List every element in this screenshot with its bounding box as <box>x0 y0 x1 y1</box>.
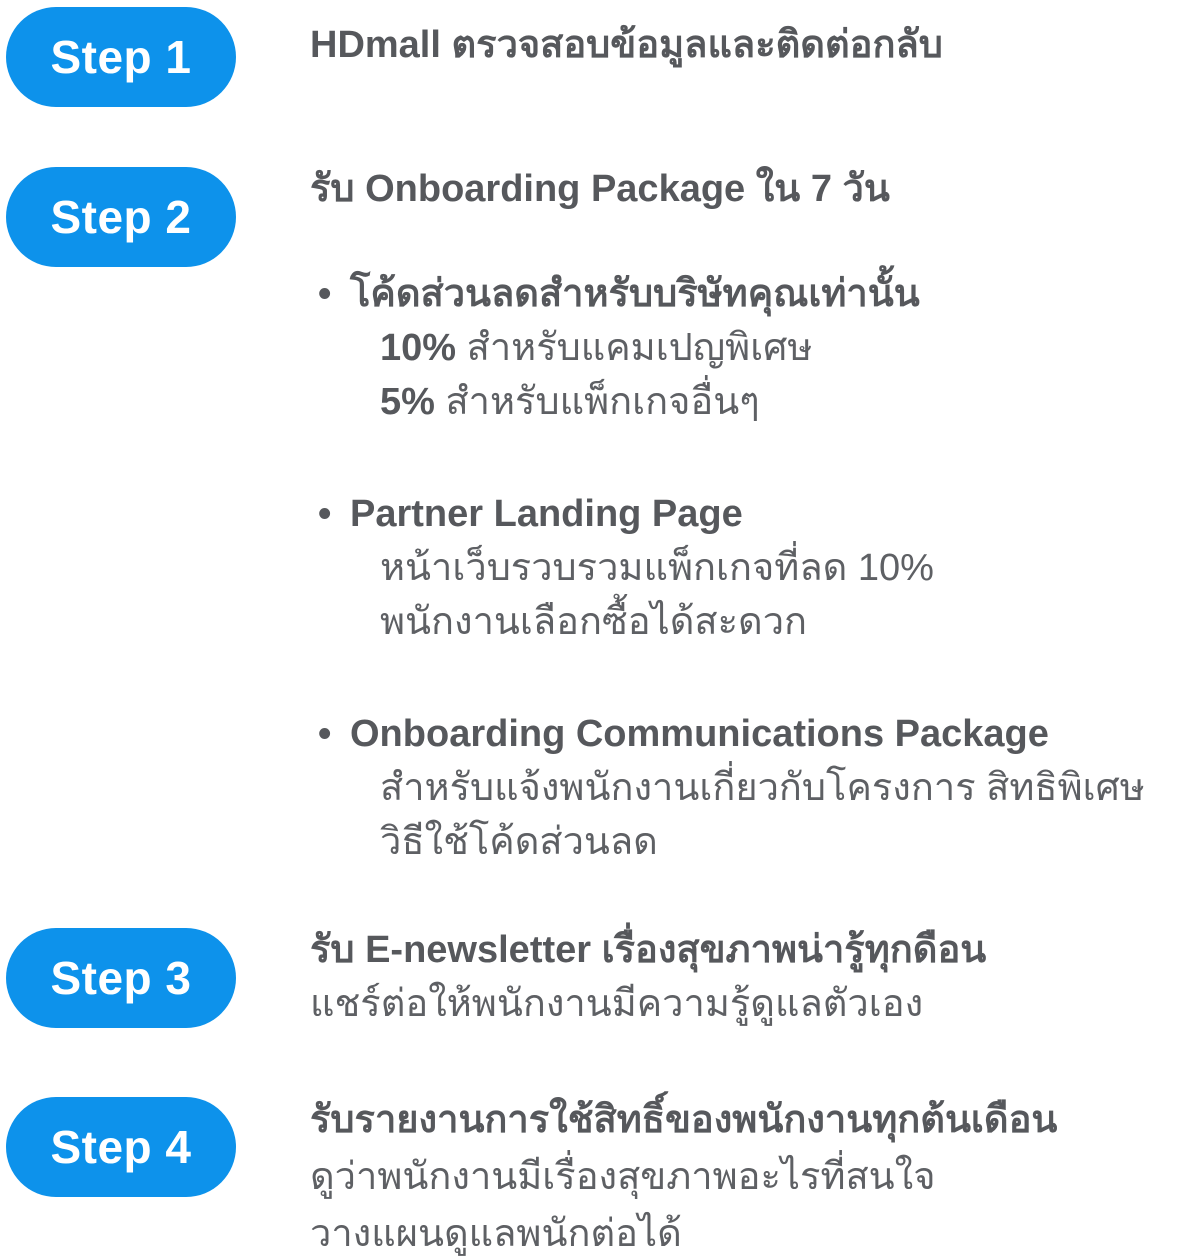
step-4-label: Step 4 <box>50 1121 192 1173</box>
bullet-dot-icon: • <box>318 713 332 755</box>
step-4-line: ดูว่าพนักงานมีเรื่องสุขภาพอะไรที่สนใจ <box>310 1156 936 1198</box>
step-3-title: รับ E-newsletter เรื่องสุขภาพน่ารู้ทุกดื… <box>310 929 987 971</box>
bullet-partner-landing-page: • Partner Landing Page หน้าเว็บรวบรวมแพ็ก… <box>310 487 1145 649</box>
step-1-pill: Step 1 <box>6 7 236 107</box>
bullet-onboarding-communications: • Onboarding Communications Package สำหรั… <box>310 707 1145 869</box>
bullet-title-text: Partner Landing Page <box>350 493 743 535</box>
step-4-text: รับรายงานการใช้สิทธิ์ของพนักงานทุกต้นเดื… <box>310 1092 1057 1259</box>
step-4-title: รับรายงานการใช้สิทธิ์ของพนักงานทุกต้นเดื… <box>310 1099 1058 1141</box>
step-3-pill: Step 3 <box>6 928 236 1028</box>
step-3-text: รับ E-newsletter เรื่องสุขภาพน่ารู้ทุกดื… <box>310 923 986 1031</box>
bullet-discount-code: • โค้ดส่วนลดสำหรับบริษัทคุณเท่านั้น 10% ส… <box>310 267 1145 429</box>
bullet-line: 5% สำหรับแพ็กเกจอื่นๆ <box>310 375 1145 429</box>
step-2-bullet-list: • โค้ดส่วนลดสำหรับบริษัทคุณเท่านั้น 10% ส… <box>310 267 1145 927</box>
bullet-title-text: Onboarding Communications Package <box>350 713 1049 755</box>
bullet-dot-icon: • <box>318 493 332 535</box>
bullet-line-text: สำหรับแจ้งพนักงานเกี่ยวกับโครงการ สิทธิพ… <box>380 767 1145 809</box>
step-3-subtitle: แชร์ต่อให้พนักงานมีความรู้ดูแลตัวเอง <box>310 983 924 1025</box>
step-4-line: วางแผนดูแลพนักต่อได้ <box>310 1213 682 1255</box>
bullet-line-text: สำหรับแพ็กเกจอื่นๆ <box>434 381 760 423</box>
bullet-line: วิธีใช้โค้ดส่วนลด <box>310 815 1145 869</box>
bullet-dot-icon: • <box>318 273 332 315</box>
step-3-label: Step 3 <box>50 952 192 1004</box>
step-2-label: Step 2 <box>50 191 192 243</box>
step-4-pill: Step 4 <box>6 1097 236 1197</box>
step-2-pill: Step 2 <box>6 167 236 267</box>
bullet-title: • Onboarding Communications Package <box>310 707 1145 761</box>
bullet-title: • โค้ดส่วนลดสำหรับบริษัทคุณเท่านั้น <box>310 267 1145 321</box>
step-1-title: HDmall ตรวจสอบข้อมูลและติดต่อกลับ <box>310 24 943 66</box>
bullet-title-text: โค้ดส่วนลดสำหรับบริษัทคุณเท่านั้น <box>350 273 920 315</box>
bullet-line-text: หน้าเว็บรวบรวมแพ็กเกจที่ลด 10% <box>380 547 934 589</box>
bullet-line: พนักงานเลือกซื้อได้สะดวก <box>310 595 1145 649</box>
bullet-line-text: วิธีใช้โค้ดส่วนลด <box>380 821 658 863</box>
bullet-line-text: พนักงานเลือกซื้อได้สะดวก <box>380 601 808 643</box>
bullet-line: หน้าเว็บรวบรวมแพ็กเกจที่ลด 10% <box>310 541 1145 595</box>
bullet-title: • Partner Landing Page <box>310 487 1145 541</box>
bullet-line-bold: 5% <box>380 381 435 423</box>
bullet-line-bold: 10% <box>380 327 457 369</box>
step-1-label: Step 1 <box>50 31 192 83</box>
step-2-title: รับ Onboarding Package ใน 7 วัน <box>310 168 890 210</box>
bullet-line: 10% สำหรับแคมเปญพิเศษ <box>310 321 1145 375</box>
bullet-line: สำหรับแจ้งพนักงานเกี่ยวกับโครงการ สิทธิพ… <box>310 761 1145 815</box>
bullet-line-text: สำหรับแคมเปญพิเศษ <box>456 327 813 369</box>
